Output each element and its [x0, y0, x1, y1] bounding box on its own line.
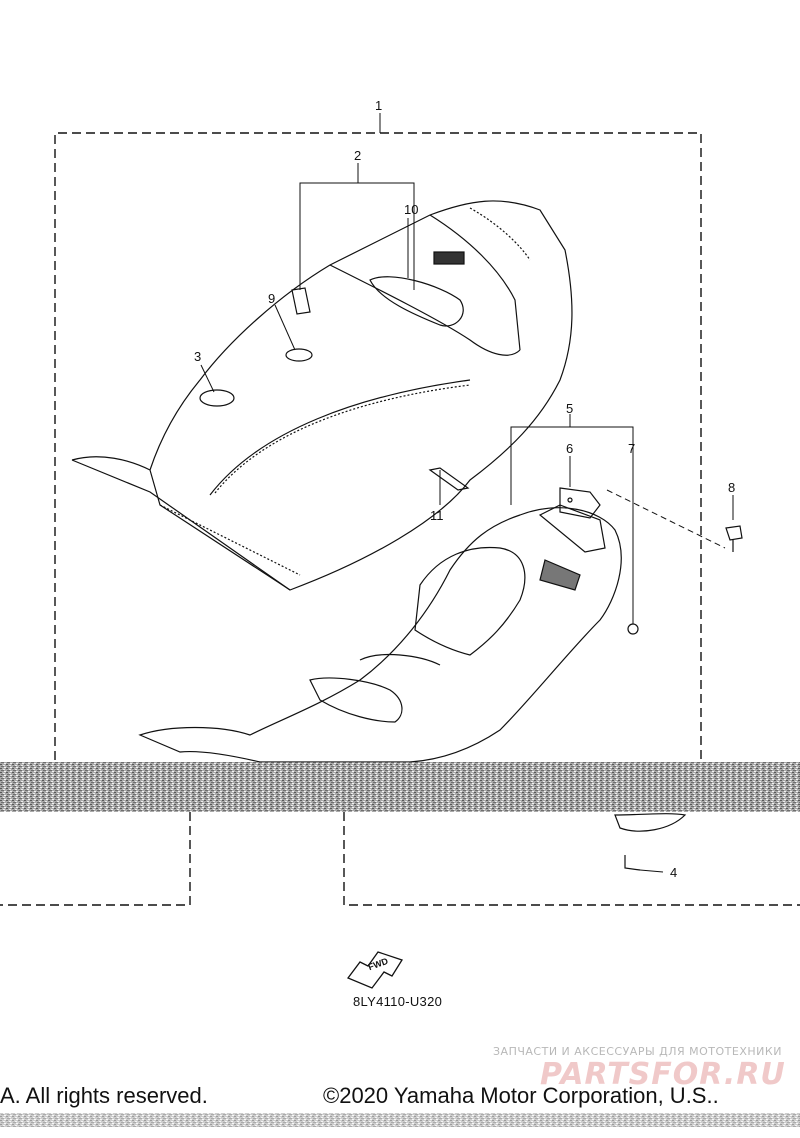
leader-lines	[200, 113, 734, 873]
watermark-tagline: ЗАПЧАСТИ И АКСЕССУАРЫ ДЛЯ МОТОТЕХНИКИ	[493, 1045, 782, 1058]
callout-7: 7	[628, 441, 636, 456]
seat-assembly	[71, 200, 573, 591]
assembly-frame	[0, 132, 800, 906]
callout-1: 1	[375, 98, 383, 113]
callout-8: 8	[728, 480, 736, 495]
callout-2: 2	[354, 148, 362, 163]
callout-9: 9	[268, 291, 276, 306]
watermark-logo: PARTSFOR.RU	[540, 1057, 786, 1092]
callout-6: 6	[566, 441, 574, 456]
scan-noise-band	[0, 762, 800, 812]
seat-base	[138, 504, 687, 871]
callout-5: 5	[566, 401, 574, 416]
callout-10: 10	[404, 202, 419, 217]
bracket-part-6	[559, 487, 601, 519]
bolt-part-8	[725, 525, 743, 552]
callout-4: 4	[670, 865, 678, 880]
fwd-arrow-icon	[346, 951, 403, 989]
callout-3: 3	[194, 349, 202, 364]
nut-part-7	[627, 623, 639, 635]
diagram-code: 8LY4110-U320	[353, 994, 443, 1009]
copyright-right: ©2020 Yamaha Motor Corporation, U.S..	[323, 1083, 719, 1108]
callout-11: 11	[430, 508, 444, 523]
copyright-left: A. All rights reserved.	[0, 1083, 208, 1108]
